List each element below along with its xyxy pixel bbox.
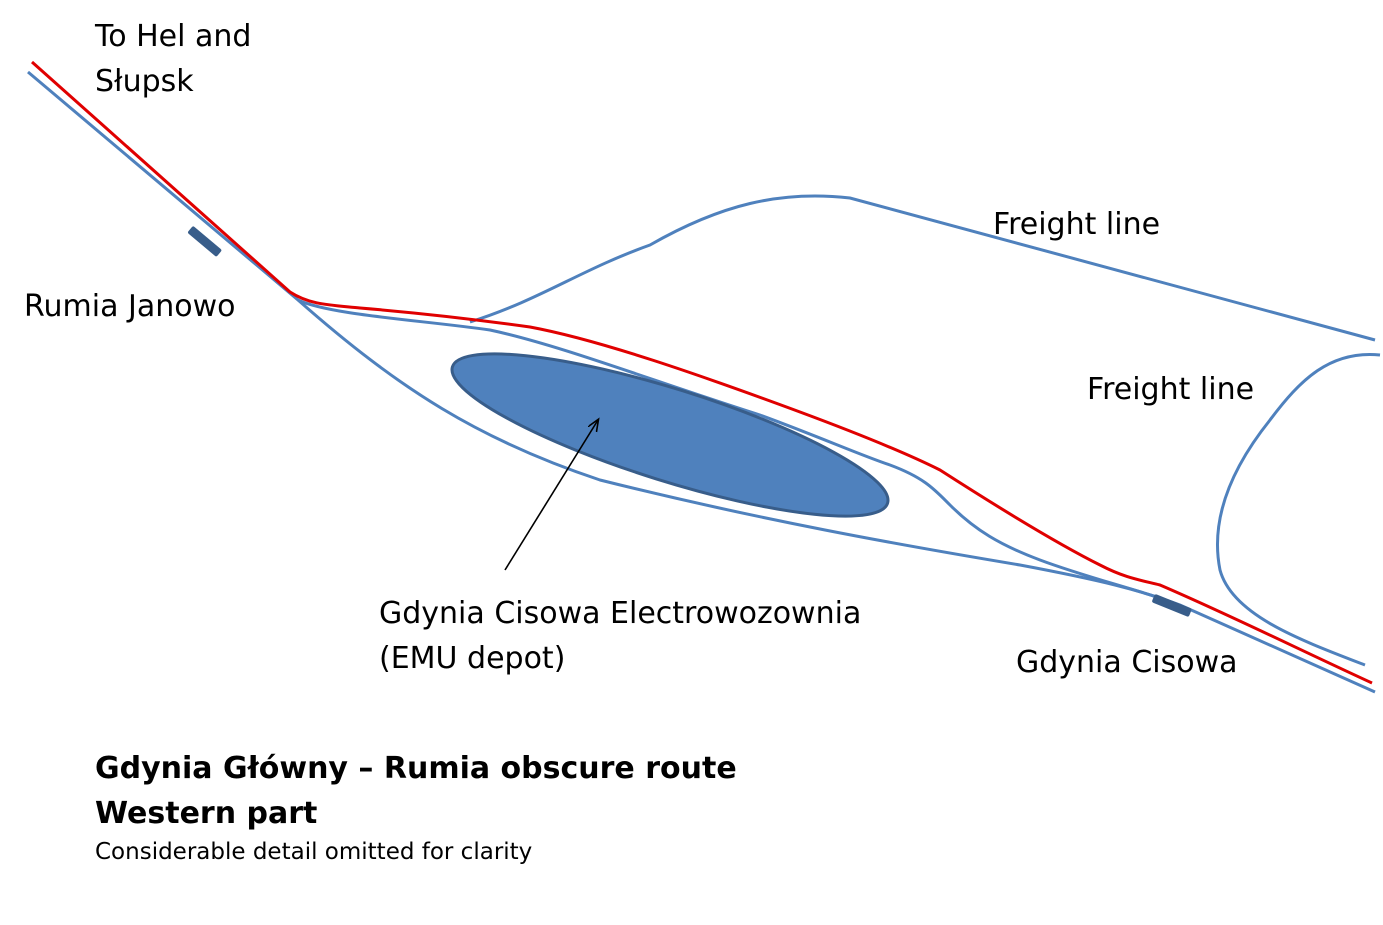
diagram-title: Gdynia Główny – Rumia obscure route xyxy=(95,751,737,786)
label-slupsk: Słupsk xyxy=(95,64,194,99)
depot-pointer-arrow xyxy=(504,420,598,571)
label-to-hel-and-slupsk: To Hel and Słupsk xyxy=(95,14,251,104)
label-depot-name: Gdynia Cisowa Electrowozownia xyxy=(379,596,862,631)
label-freight-line-upper: Freight line xyxy=(993,207,1161,242)
label-freight-line-right: Freight line xyxy=(1087,372,1255,407)
label-depot-type: (EMU depot) xyxy=(379,641,566,676)
label-to-hel-and: To Hel and xyxy=(95,19,252,54)
freight-line-upper-track xyxy=(469,194,1376,342)
emu-depot-area xyxy=(450,352,890,518)
label-rumia-janowo: Rumia Janowo xyxy=(24,289,236,324)
diagram-note: Considerable detail omitted for clarity xyxy=(95,839,533,865)
diagram-subtitle: Western part xyxy=(95,796,318,831)
title-block: Gdynia Główny – Rumia obscure route West… xyxy=(95,746,737,868)
freight-line-right-track xyxy=(1215,352,1381,667)
main-track-upper xyxy=(297,298,1161,600)
main-track-lower xyxy=(27,70,1376,694)
platform-gdynia-cisowa xyxy=(1152,594,1192,617)
label-gdynia-cisowa: Gdynia Cisowa xyxy=(1016,645,1238,680)
platform-rumia-janowo xyxy=(188,226,222,257)
electrified-route xyxy=(31,60,1373,685)
label-emu-depot: Gdynia Cisowa Electrowozownia (EMU depot… xyxy=(379,591,861,681)
